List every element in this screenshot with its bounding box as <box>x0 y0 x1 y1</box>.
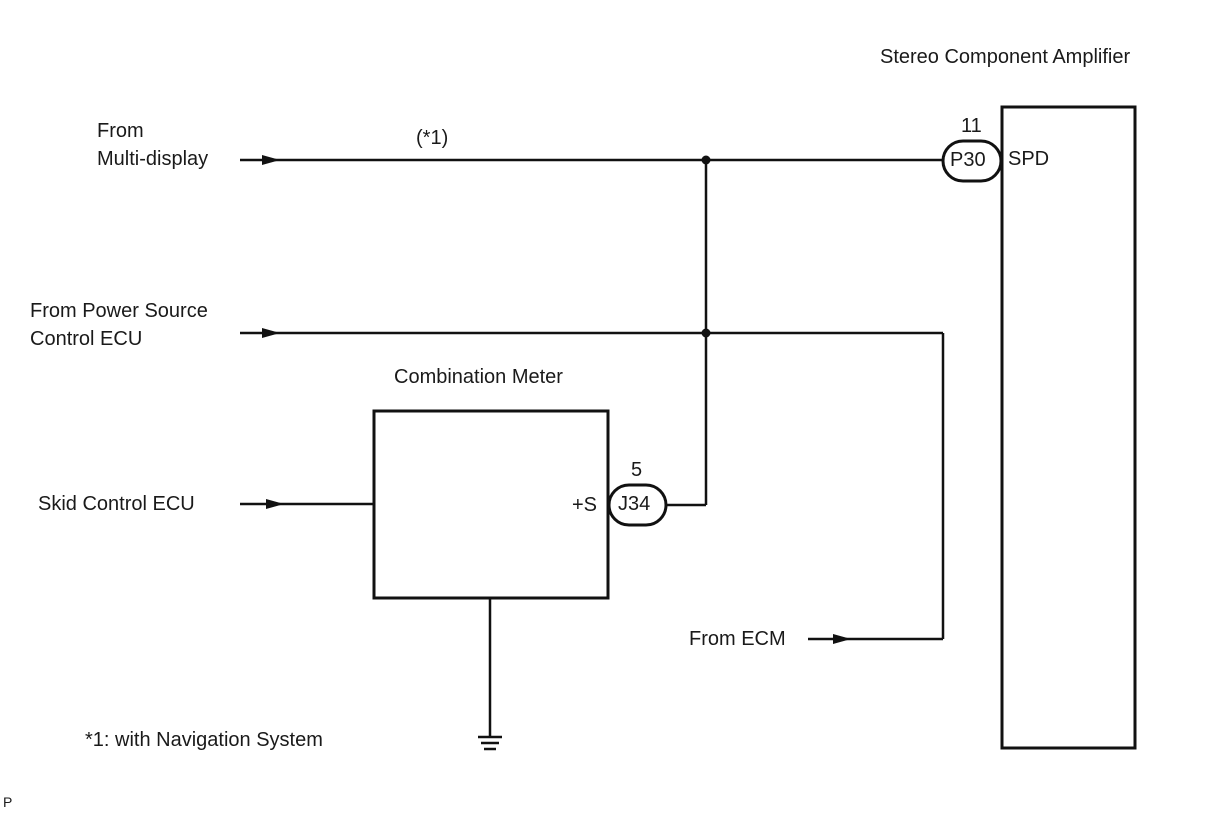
connector-j34 <box>607 483 668 527</box>
connector-p30 <box>941 139 1003 183</box>
arrow-ecm <box>833 634 851 644</box>
spd-terminal-label: SPD <box>1008 148 1050 170</box>
power-source-label-2: Control ECU <box>30 328 143 350</box>
stereo-amplifier-title: Stereo Component Amplifier <box>880 46 1131 68</box>
multi-display-label-1: From <box>97 120 144 142</box>
skid-control-label: Skid Control ECU <box>38 493 195 515</box>
stereo-amplifier-box <box>1000 105 1137 750</box>
plus-s-terminal-label: +S <box>572 494 598 516</box>
multi-display-label-2: Multi-display <box>97 148 209 170</box>
arrow-power-source <box>262 328 280 338</box>
footnote: *1: with Navigation System <box>85 729 323 751</box>
wire-note-label: (*1) <box>416 127 449 149</box>
p30-pin-number: 11 <box>961 115 982 137</box>
arrow-multi-display <box>262 155 280 165</box>
ground-icon <box>478 735 502 751</box>
ecm-label: From ECM <box>689 628 786 650</box>
arrow-skid-control <box>266 499 284 509</box>
junction-dot-middle <box>701 328 711 338</box>
j34-connector-label: J34 <box>618 493 651 515</box>
corner-mark: P <box>3 794 13 810</box>
p30-connector-label: P30 <box>950 149 986 171</box>
combination-meter-title: Combination Meter <box>394 366 563 388</box>
power-source-label-1: From Power Source <box>30 300 208 322</box>
junction-dot-top <box>701 155 711 165</box>
j34-pin-number: 5 <box>631 459 643 481</box>
